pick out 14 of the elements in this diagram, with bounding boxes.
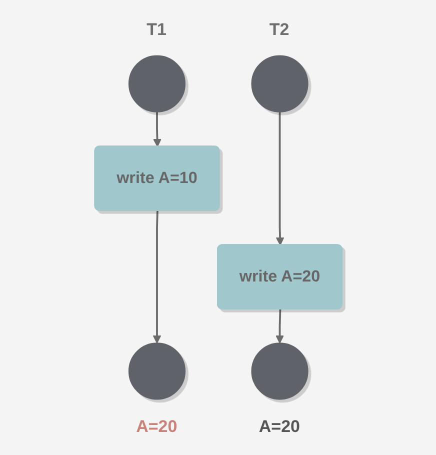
arrow xyxy=(275,309,284,344)
column-heading: T2 xyxy=(269,20,290,40)
circle-node xyxy=(250,342,308,400)
process-box: write A=10 xyxy=(94,146,220,211)
circle-node xyxy=(250,55,308,112)
arrow xyxy=(152,210,161,344)
result-label: A=20 xyxy=(136,417,178,438)
circle-node xyxy=(128,342,186,400)
circle-node xyxy=(128,55,186,112)
result-label: A=20 xyxy=(258,417,300,438)
column-heading: T1 xyxy=(146,20,166,40)
arrow xyxy=(275,112,284,246)
arrow xyxy=(152,112,162,147)
process-box: write A=20 xyxy=(216,244,342,310)
